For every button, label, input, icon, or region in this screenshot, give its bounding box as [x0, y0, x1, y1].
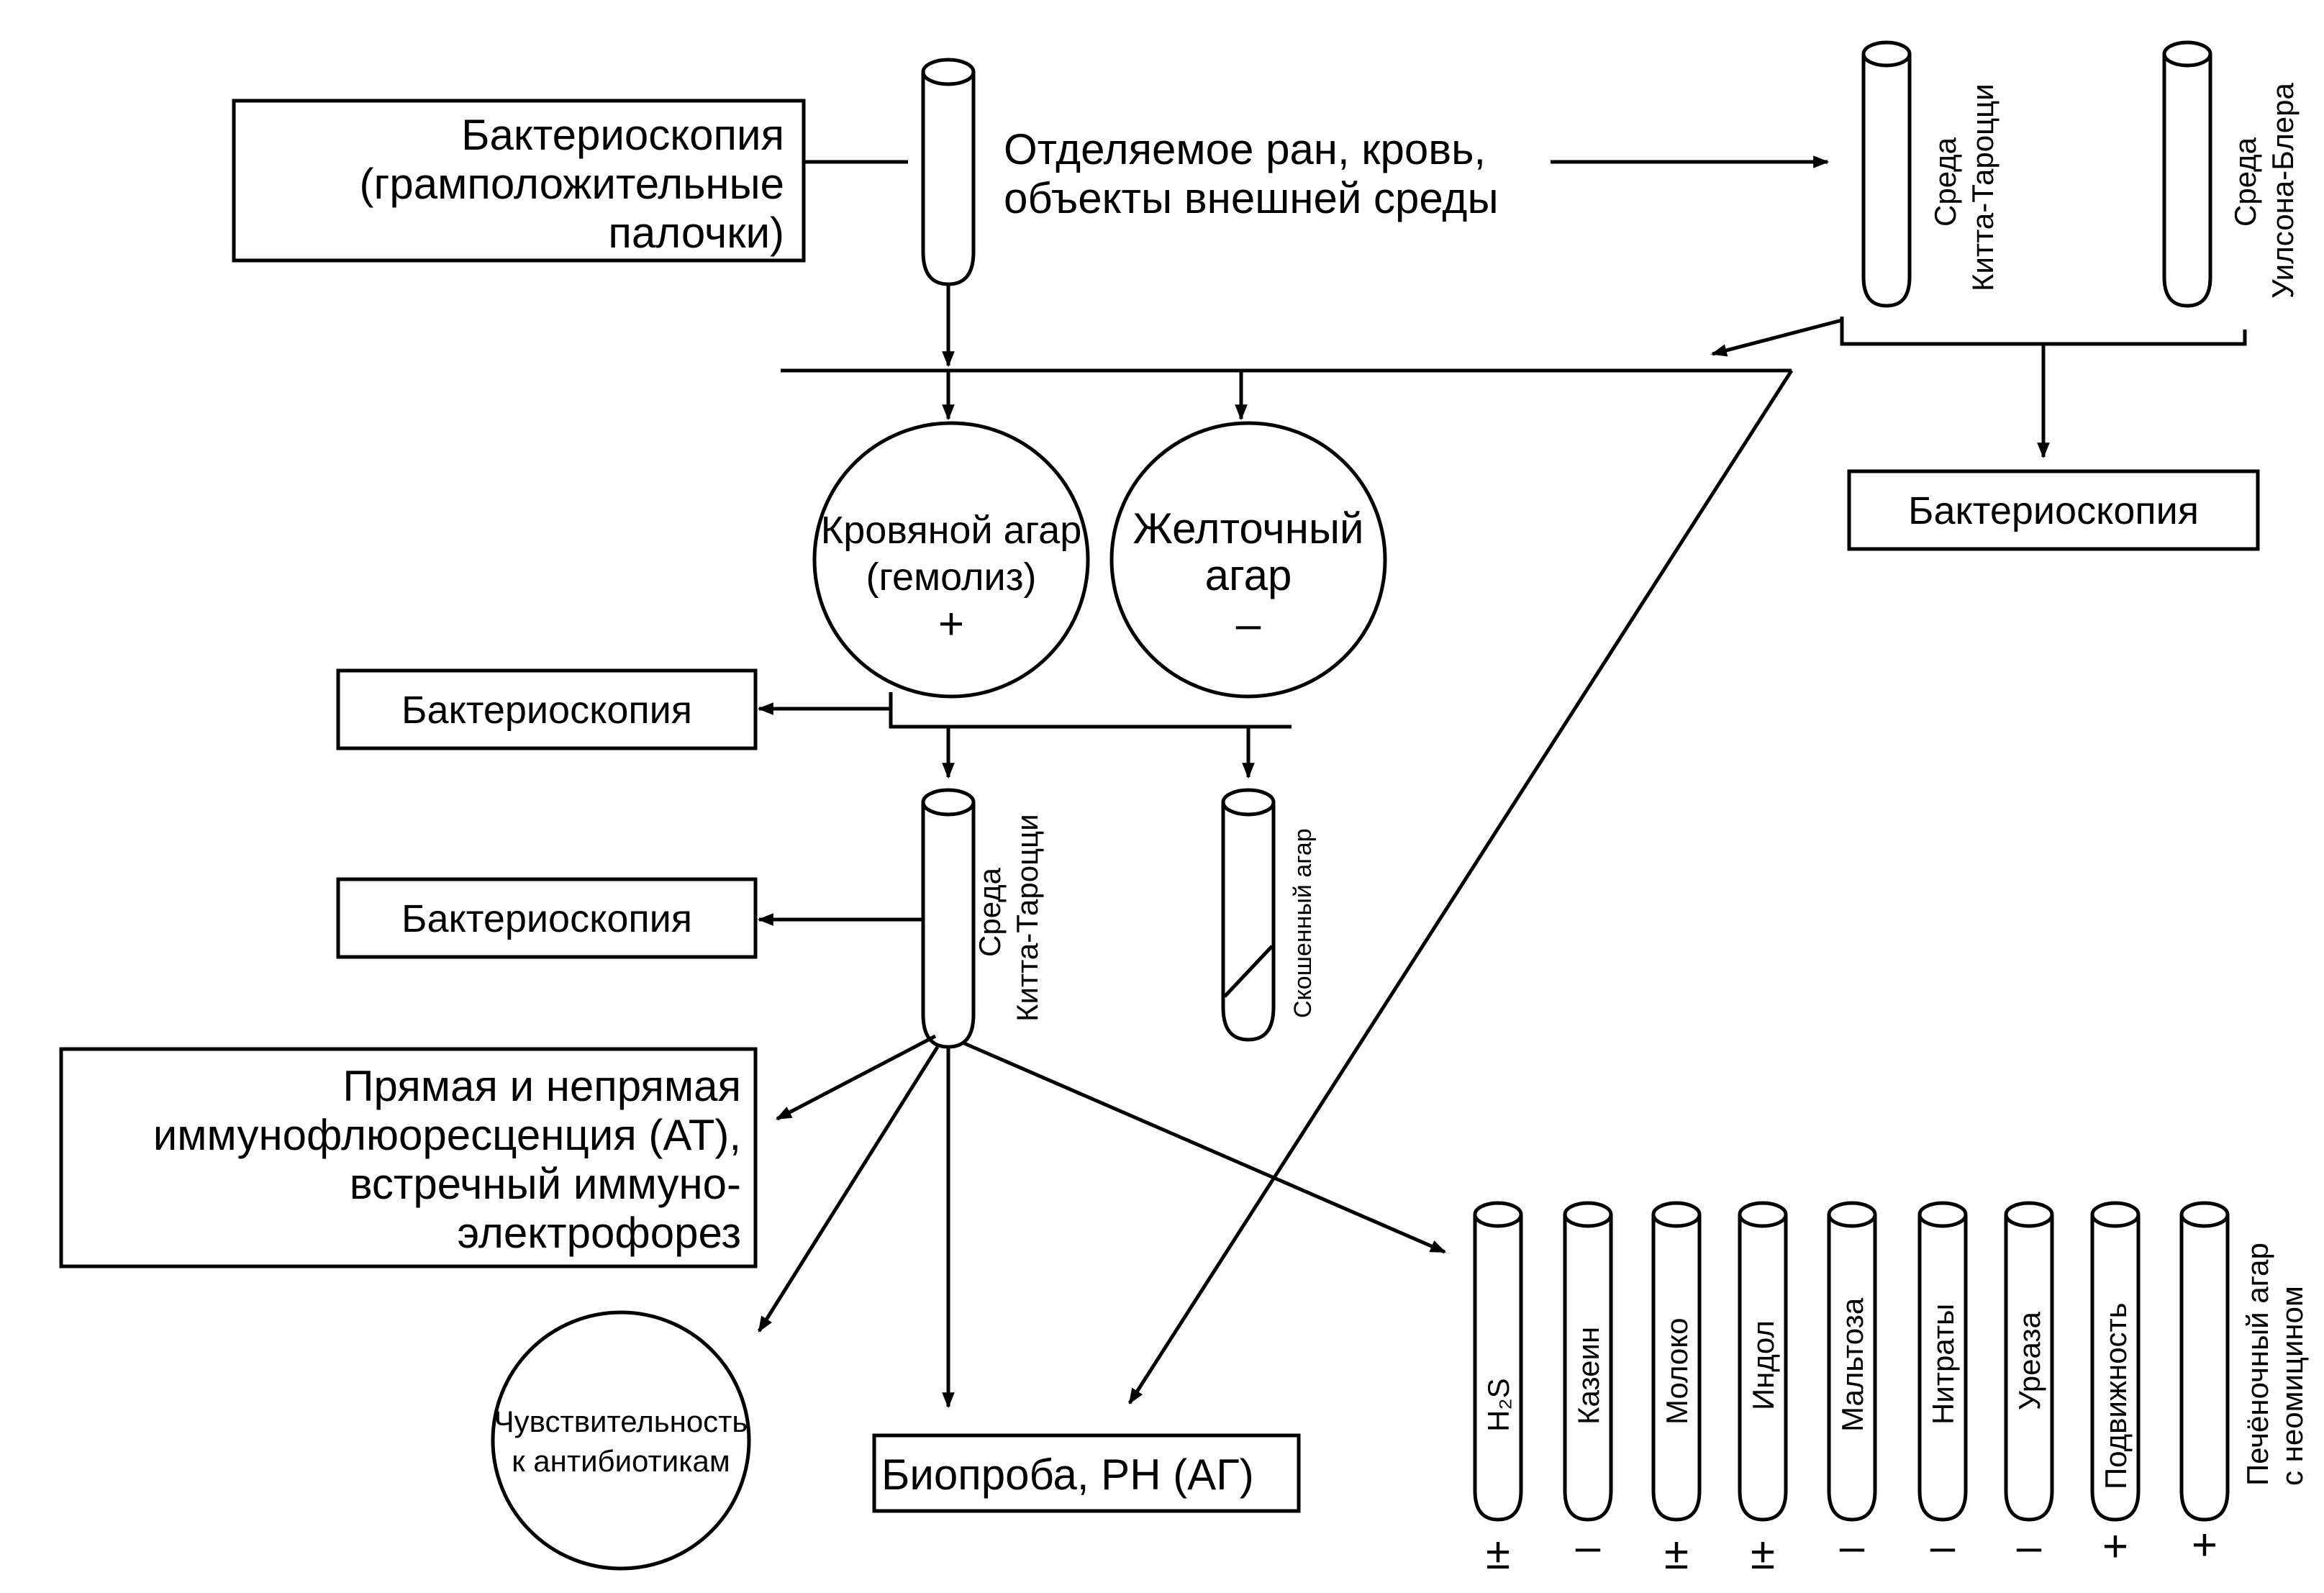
blood-agar-line1: Кровяной агар	[821, 509, 1081, 552]
test-label-indole: Индол	[1746, 1320, 1780, 1410]
box-top-right-text: Бактериоскопия	[1908, 489, 2199, 532]
yolk-agar-sign: –	[1236, 599, 1261, 649]
circle-blood-agar	[812, 421, 1090, 699]
tube-kitt-tarozzi-mid	[921, 788, 976, 1049]
test-tube-liver-agar	[2179, 1201, 2230, 1522]
test-label-urease: Уреаза	[2012, 1311, 2046, 1410]
immuno-line3: встречный иммуно-	[350, 1160, 741, 1208]
test-sign-liver-agar: +	[2192, 1520, 2218, 1570]
test-label-nitrates: Нитраты	[1926, 1304, 1960, 1425]
test-sign-motility: +	[2102, 1522, 2128, 1571]
test-tube-casein	[1563, 1201, 1613, 1522]
test-tube-milk	[1651, 1201, 1702, 1522]
box-bacterioscopy-mid1	[336, 668, 758, 750]
test-tube-indole	[1738, 1201, 1788, 1522]
box-mid2-text: Бактериоскопия	[401, 897, 692, 940]
tube-kitt-tarozzi-top	[1861, 40, 1912, 308]
circle-yolk-agar	[1109, 421, 1387, 699]
box-top-left-line3: палочки)	[608, 209, 784, 257]
bracket-top-tubes	[1840, 317, 2247, 346]
box-bioproba	[872, 1433, 1301, 1513]
tube-wilson-blair-top	[2162, 40, 2212, 308]
tube-slant-agar	[1221, 788, 1276, 1042]
test-sign-urease: –	[2017, 1522, 2042, 1571]
test-label-motility: Подвижность	[2099, 1302, 2133, 1489]
test-sign-h2s: ±	[1486, 1529, 1510, 1579]
test-tube-h2s	[1473, 1201, 1523, 1522]
test-tube-urease	[2004, 1201, 2054, 1522]
test-label-casein: Казеин	[1571, 1327, 1605, 1425]
arrow-to-immuno	[776, 1034, 937, 1121]
test-tube-maltose	[1827, 1201, 1877, 1522]
bioproba-text: Биопроба, РН (АГ)	[881, 1451, 1254, 1499]
arrow-to-antibiotics	[757, 1045, 940, 1333]
arrow-bracket-to-horizontal	[1710, 318, 1843, 357]
test-sign-milk: ±	[1664, 1529, 1689, 1579]
test-label-milk: Молоко	[1660, 1318, 1694, 1425]
box-bacterioscopy-top-right	[1847, 469, 2260, 551]
yolk-agar-line2: агар	[1205, 551, 1292, 599]
arrow-to-biochem-tests	[963, 1041, 1447, 1254]
source-text-line2: объекты внешней среды	[1004, 174, 1499, 222]
box-top-left-line2: (грамположительные	[359, 160, 784, 208]
label-wilson-top-2: Уилсона-Блера	[2266, 83, 2300, 299]
test-label-liver-agar-1: Печёночный агар	[2241, 1243, 2274, 1486]
antibiotics-line1: Чувствительность	[494, 1404, 748, 1438]
test-sign-maltose: –	[1840, 1522, 1865, 1571]
bracket-below-circles	[889, 692, 1292, 729]
yolk-agar-line1: Желточный	[1133, 504, 1364, 553]
label-kitt-mid-2: Китта-Тароцци	[1010, 814, 1044, 1022]
box-immunofluorescence	[59, 1047, 758, 1268]
antibiotics-line2: к антибиотикам	[512, 1444, 730, 1478]
test-sign-nitrates: –	[1930, 1522, 1956, 1571]
label-kitt-top-2: Китта-Тароцци	[1966, 83, 2000, 291]
test-sign-casein: –	[1576, 1522, 1601, 1571]
immuno-line4: электрофорез	[458, 1209, 741, 1257]
immuno-line2: иммунофлюоресценция (АТ),	[153, 1111, 741, 1159]
test-tube-motility	[2090, 1201, 2141, 1522]
label-wilson-top-1: Среда	[2228, 137, 2262, 227]
blood-agar-sign: +	[938, 599, 964, 649]
label-kitt-mid-1: Среда	[973, 867, 1007, 957]
box-top-left-line1: Бактериоскопия	[461, 111, 784, 159]
test-label-h2s: H₂S	[1481, 1378, 1515, 1432]
source-text-line1: Отделяемое ран, кровь,	[1004, 125, 1486, 173]
label-kitt-top-1: Среда	[1928, 137, 1962, 227]
tube-source	[921, 58, 976, 286]
box-bacterioscopy-mid2	[336, 877, 758, 959]
blood-agar-line2: (гемолиз)	[866, 555, 1037, 599]
box-bacterioscopy-gram-positive	[232, 99, 806, 263]
test-tube-nitrates	[1917, 1201, 1968, 1522]
arrow-diagonal-to-bioproba	[1127, 369, 1794, 1404]
test-label-maltose: Мальтоза	[1835, 1297, 1869, 1432]
test-label-liver-agar-2: с неомицином	[2275, 1286, 2309, 1486]
test-sign-indole: ±	[1751, 1529, 1775, 1579]
circle-antibiotic-sensitivity	[491, 1310, 751, 1571]
immuno-line1: Прямая и непрямая	[342, 1062, 741, 1110]
label-slant-agar: Скошенный агар	[1289, 828, 1317, 1018]
box-mid1-text: Бактериоскопия	[401, 689, 692, 732]
